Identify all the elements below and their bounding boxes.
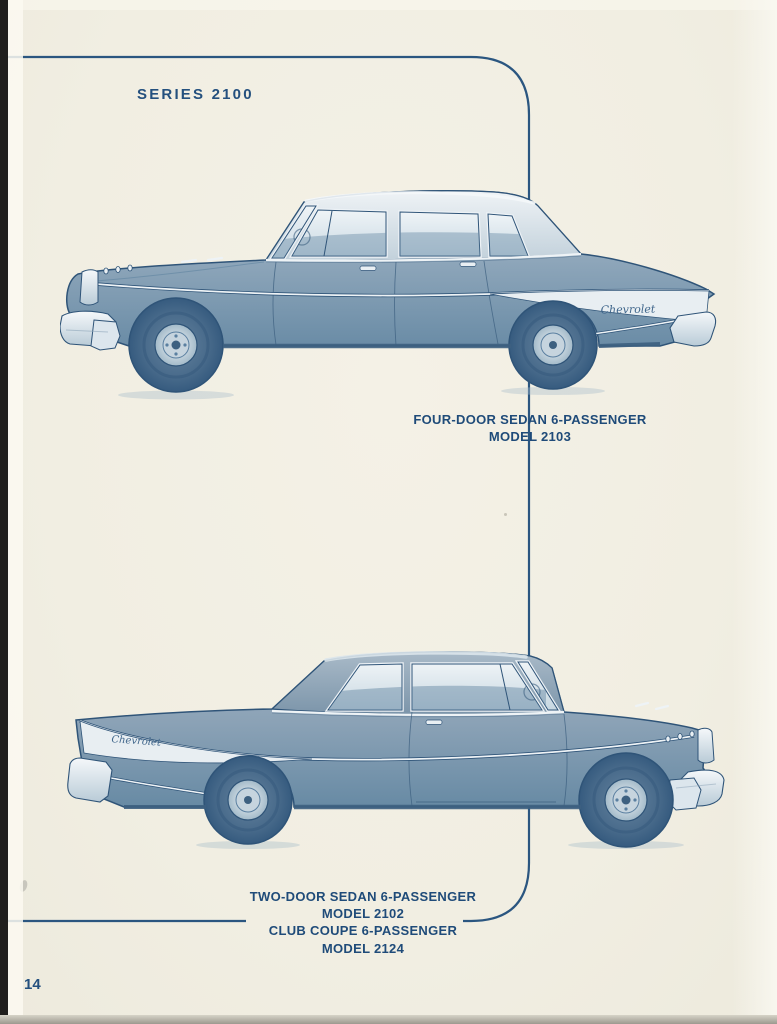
rear-wheel [508,300,598,390]
two-door-sedan-label: TWO-DOOR SEDAN 6-PASSENGER MODEL 2102 CL… [163,888,563,957]
scan-edge-left [0,0,8,1024]
label-line: MODEL 2103 [488,429,572,445]
four-door-sedan-label: FOUR-DOOR SEDAN 6-PASSENGER MODEL 2103 [330,411,730,445]
paper-speck [504,513,507,516]
label-line: TWO-DOOR SEDAN 6-PASSENGER [249,889,477,904]
label-line: MODEL 2124 [321,940,405,956]
label-line: CLUB COUPE 6-PASSENGER [268,923,458,939]
chevrolet-script-badge: Chevrolet [601,303,656,317]
page-number: 14 [24,976,41,993]
label-line: MODEL 2102 [321,906,405,922]
scan-edge-left-paper [8,0,23,1024]
scan-edge-top [0,0,777,10]
series-heading: SERIES 2100 [137,86,254,103]
two-door-sedan-illustration: Chevrolet [67,651,725,849]
front-wheel [578,752,674,848]
scan-edge-bottom [0,1015,777,1024]
scan-edge-right [732,0,777,1024]
four-door-sedan-illustration: Chevrolet [60,189,717,400]
label-line: FOUR-DOOR SEDAN 6-PASSENGER [413,412,647,427]
rear-wheel [203,755,293,845]
front-wheel [128,297,224,393]
chevrolet-script-badge: Chevrolet [111,734,162,749]
